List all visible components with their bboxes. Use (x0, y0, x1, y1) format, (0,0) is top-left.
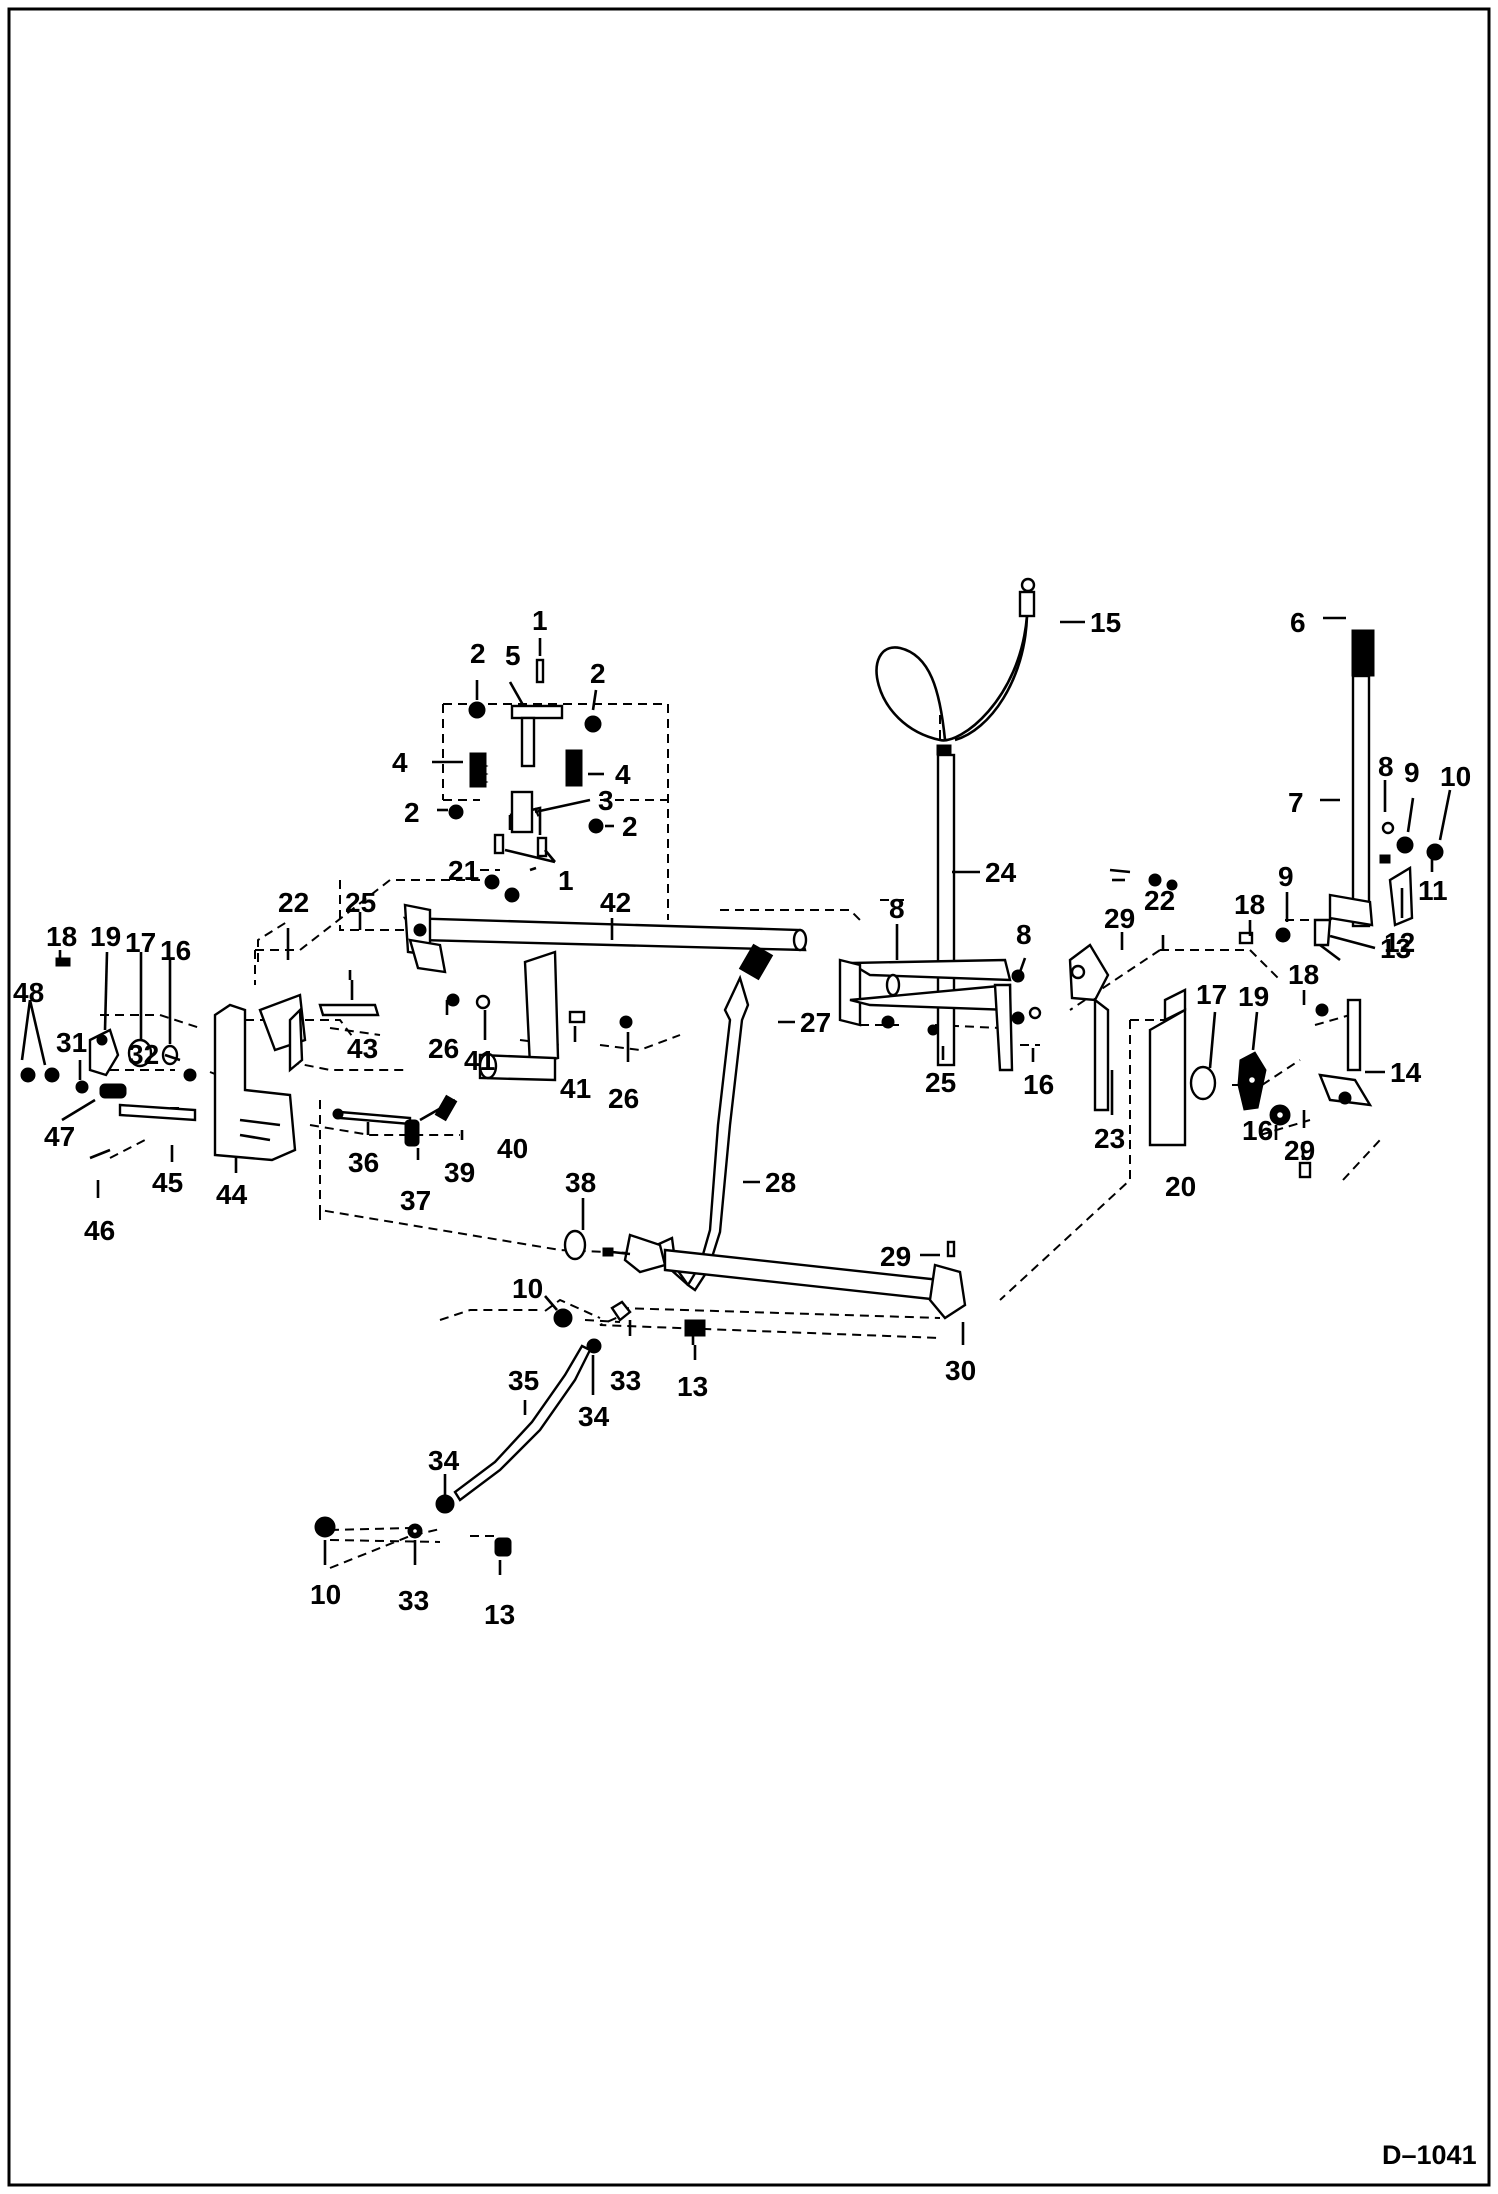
callout-1: 1 (558, 865, 574, 896)
callout-8: 8 (1378, 751, 1394, 782)
callout-4: 4 (615, 759, 631, 790)
page-border (7, 7, 1491, 2187)
callout-22: 22 (278, 887, 309, 918)
callout-13: 13 (1380, 933, 1411, 964)
callout-2: 2 (470, 638, 486, 669)
callout-18: 18 (1288, 959, 1319, 990)
callout-18: 18 (1234, 889, 1265, 920)
callout-38: 38 (565, 1167, 596, 1198)
callout-2: 2 (622, 811, 638, 842)
callout-46: 46 (84, 1215, 115, 1246)
callout-33: 33 (398, 1585, 429, 1616)
callout-25: 25 (925, 1067, 956, 1098)
callout-5: 5 (505, 640, 521, 671)
callout-6: 6 (1290, 607, 1306, 638)
callout-16: 16 (1242, 1115, 1273, 1146)
control-cable-15 (875, 577, 1036, 742)
callout-24: 24 (985, 857, 1017, 888)
callout-15: 15 (1090, 607, 1121, 638)
callout-42: 42 (600, 887, 631, 918)
callout-40: 40 (497, 1133, 528, 1164)
lever-tube-24 (838, 744, 1042, 1072)
callout-21: 21 (448, 855, 479, 886)
callout-39: 39 (444, 1157, 475, 1188)
callout-35: 35 (508, 1365, 539, 1396)
callout-13: 13 (677, 1371, 708, 1402)
callout-2: 2 (404, 797, 420, 828)
callout-30: 30 (945, 1355, 976, 1386)
callout-48: 48 (13, 977, 44, 1008)
callout-33: 33 (610, 1365, 641, 1396)
callout-45: 45 (152, 1167, 183, 1198)
callout-16: 16 (1023, 1069, 1054, 1100)
callout-18: 18 (46, 921, 77, 952)
callout-36: 36 (348, 1147, 379, 1178)
callout-11: 11 (1418, 875, 1448, 906)
callout-10: 10 (310, 1579, 341, 1610)
right-side-plates (1068, 868, 1291, 1147)
callout-37: 37 (400, 1185, 431, 1216)
callout-3: 3 (598, 785, 614, 816)
leader-lines (20, 616, 1452, 1575)
callout-9: 9 (1404, 757, 1420, 788)
hand-lever-6-7 (1238, 629, 1444, 1179)
callout-19: 19 (1238, 981, 1269, 1012)
left-bracket-assembly (20, 957, 458, 1162)
parts (20, 577, 1444, 1557)
callout-14: 14 (1390, 1057, 1422, 1088)
callout-13: 13 (484, 1599, 515, 1630)
callout-29: 29 (880, 1241, 911, 1272)
callout-32: 32 (128, 1039, 159, 1070)
callout-4: 4 (392, 747, 408, 778)
callout-labels: 1 2 5 2 4 4 3 2 2 21 1 22 25 42 15 24 8 … (13, 605, 1471, 1630)
callout-25: 25 (345, 887, 376, 918)
callout-8: 8 (889, 893, 905, 924)
callout-22: 22 (1144, 885, 1175, 916)
callout-17: 17 (1196, 979, 1227, 1010)
callout-47: 47 (44, 1121, 75, 1152)
callout-16: 16 (160, 935, 191, 966)
callout-26: 26 (608, 1083, 639, 1114)
callout-1: 1 (532, 605, 548, 636)
callout-17: 17 (125, 927, 156, 958)
callout-10: 10 (1440, 761, 1471, 792)
callout-7: 7 (1288, 787, 1304, 818)
lower-linkage-35 (314, 1300, 706, 1557)
callout-27: 27 (800, 1007, 831, 1038)
pedal-support-40 (446, 950, 633, 1082)
callout-31: 31 (56, 1027, 87, 1058)
callout-34: 34 (428, 1445, 460, 1476)
callout-29: 29 (1284, 1135, 1315, 1166)
pedal-rod-28 (563, 943, 967, 1320)
cross-shaft-42 (402, 903, 808, 974)
callout-34: 34 (578, 1401, 610, 1432)
drawing-reference: D–1041 (1382, 2140, 1477, 2170)
callout-41: 41 (560, 1073, 591, 1104)
spring-bracket-cluster (448, 658, 604, 903)
callout-20: 20 (1165, 1171, 1196, 1202)
callout-28: 28 (765, 1167, 796, 1198)
callout-19: 19 (90, 921, 121, 952)
callout-26: 26 (428, 1033, 459, 1064)
callout-9: 9 (1278, 861, 1294, 892)
callout-41: 41 (464, 1045, 495, 1076)
callout-10: 10 (512, 1273, 543, 1304)
callout-44: 44 (216, 1179, 248, 1210)
callout-29: 29 (1104, 903, 1135, 934)
callout-2: 2 (590, 658, 606, 689)
callout-43: 43 (347, 1033, 378, 1064)
callout-12: 12 (1384, 927, 1415, 958)
callout-23: 23 (1094, 1123, 1125, 1154)
callout-8: 8 (1016, 919, 1032, 950)
